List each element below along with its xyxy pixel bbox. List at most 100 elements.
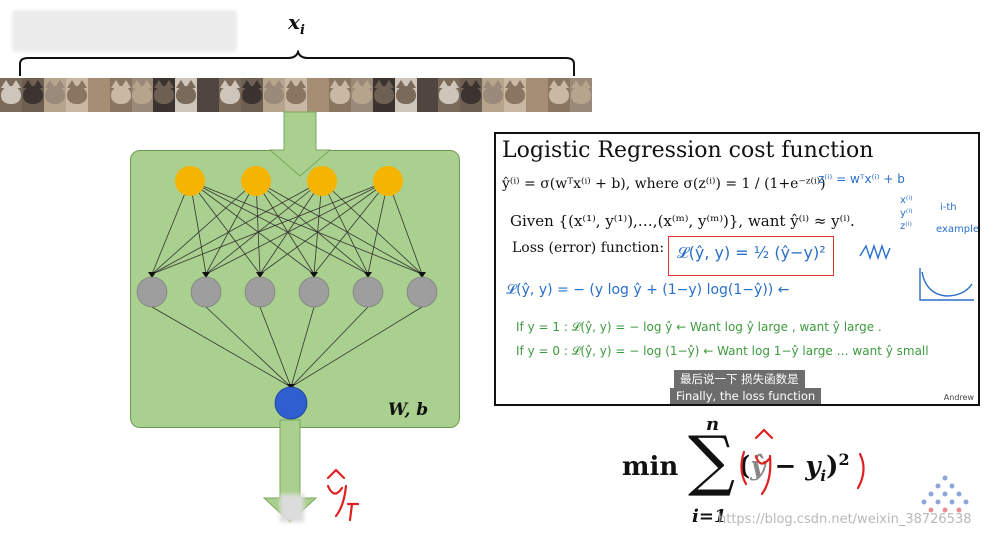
edge-hidden-output [290,306,315,388]
cat-thumbnail [416,78,439,112]
hidden-node [352,276,384,308]
cat-thumbnail [328,78,351,112]
edge-arrowhead [310,272,318,278]
formula-sum-sign: ∑ [688,422,736,499]
handwritten-xyz: x⁽ⁱ⁾y⁽ⁱ⁾z⁽ⁱ⁾ [900,195,913,232]
cat-thumbnail [43,78,66,112]
edge-input-hidden [189,180,369,275]
edge-hidden-output [205,306,292,388]
slide-line-sigmoid: ŷ⁽ⁱ⁾ = σ(wᵀx⁽ⁱ⁾ + b), where σ(z⁽ⁱ⁾) = 1 … [502,176,826,192]
edge-input-hidden [189,180,261,275]
handwritten-sketches [859,243,974,301]
slide-credit: Andrew [943,393,974,402]
input-node [307,166,337,196]
cat-thumbnail [482,78,505,112]
input-arrow [268,111,332,177]
formula-sum-lower: i=1 [692,506,727,527]
slide-line-given: Given {(x⁽¹⁾, y⁽¹⁾),…,(x⁽ᵐ⁾, y⁽ᵐ⁾)}, wan… [510,212,855,230]
edge-input-hidden [151,180,191,275]
edge-input-hidden [313,180,323,275]
red-formula-annotation [740,428,865,496]
blurred-output-label [280,494,304,522]
cat-thumbnail [0,78,22,112]
network-box [130,150,460,428]
subtitle-chinese: 最后说一下 损失函数是 [674,370,805,388]
input-node [175,166,205,196]
hidden-node [406,276,438,308]
edge-input-hidden [321,180,369,275]
cat-thumbnail [263,78,285,112]
edge-arrowhead [202,272,210,278]
subtitle-english: Finally, the loss function [670,388,822,404]
cat-thumbnail [372,78,395,112]
edge-hidden-output [259,306,292,388]
cat-thumbnail [109,78,132,112]
cost-formula: min n ∑ i=1 (ŷ − yi)2 [622,414,912,536]
edge-input-hidden [387,180,423,275]
slide-line-loss-label: Loss (error) function: [512,240,665,256]
cat-thumbnail [504,78,527,112]
cat-thumbnail [21,78,44,112]
edge-input-hidden [313,180,389,275]
slide-title: Logistic Regression cost function [502,138,874,163]
hidden-node [190,276,222,308]
edge-input-hidden [255,180,261,275]
cat-thumbnail [526,78,549,112]
cat-thumbnail [548,78,570,112]
blurred-header [12,10,237,52]
handwritten-example: example [936,224,980,235]
params-label: W, b [388,400,429,420]
cat-thumbnail [131,78,154,112]
cat-thumbnail [241,78,264,112]
edge-hidden-output [151,306,292,388]
edge-input-hidden [367,180,389,275]
output-node [274,386,308,420]
edge-hidden-output [290,306,369,388]
formula-yhat: ŷ [750,451,766,482]
edge-input-hidden [255,180,423,275]
cat-thumbnail [438,78,461,112]
edge-hidden-output [290,306,423,388]
handwritten-ith: i-th [940,202,957,213]
edge-input-hidden [321,180,423,275]
input-node [373,166,403,196]
edge-arrowhead [418,272,426,278]
edge-arrowhead [148,272,156,278]
edge-input-hidden [255,180,369,275]
hidden-node [298,276,330,308]
cat-thumbnail [153,78,176,112]
hidden-node [244,276,276,308]
watermark-logo-icon [921,475,969,513]
cat-thumbnail [197,78,220,112]
edge-input-hidden [205,180,323,275]
cat-thumbnail [306,78,329,112]
edge-arrowhead [364,272,372,278]
handwritten-if-y0: If y = 0 : 𝓛(ŷ, y) = − log (1−ŷ) ← Want … [516,344,929,358]
brace [19,50,575,76]
edge-input-hidden [151,180,323,275]
edge-input-hidden [189,180,315,275]
lecture-slide: Logistic Regression cost function ŷ⁽ⁱ⁾ =… [494,132,980,406]
handwritten-z: z⁽ⁱ⁾ = wᵀx⁽ⁱ⁾ + b [818,172,905,186]
watermark-url: https://blog.csdn.net/weixin_38726538 [718,512,972,527]
edge-input-hidden [259,180,389,275]
cat-thumbnail [350,78,373,112]
xi-label: xi [288,10,305,38]
formula-sum-upper: n [706,414,720,435]
cat-thumbnail [65,78,88,112]
edge-input-hidden [205,180,389,275]
cat-thumbnail [394,78,417,112]
cat-thumbnail [219,78,242,112]
edge-input-hidden [255,180,315,275]
handwritten-squared-loss: 𝓛(ŷ, y) = ½ (ŷ−y)² [677,243,826,262]
loss-function-box: 𝓛(ŷ, y) = ½ (ŷ−y)² [668,236,834,276]
edge-input-hidden [259,180,323,275]
cat-thumbnail [284,78,307,112]
network-diagram [136,111,438,523]
cat-image-strip [0,78,592,112]
hidden-node [136,276,168,308]
edge-arrowhead [256,272,264,278]
edge-input-hidden [151,180,389,275]
cat-thumbnail [87,78,110,112]
red-yhat-annotation [326,468,360,522]
